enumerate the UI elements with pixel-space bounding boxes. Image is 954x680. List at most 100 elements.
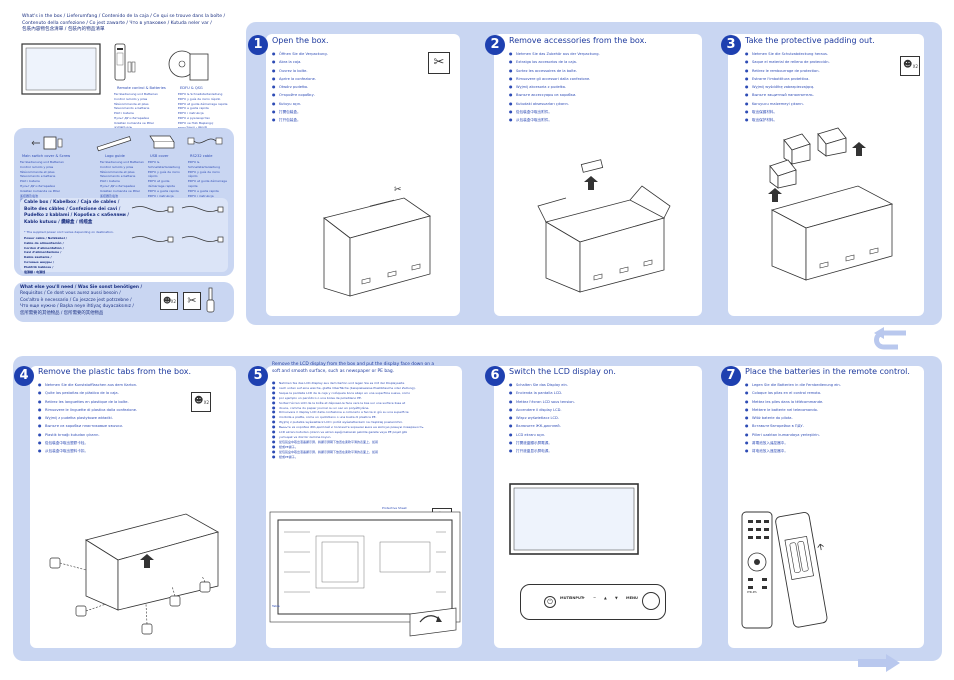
translation-line: Uzaktan kumanda ve Piller: [20, 188, 61, 193]
translation-line: 取出保護材料。: [745, 108, 830, 116]
step-5-title: Remove the LCD display from the box and …: [272, 362, 468, 375]
step-7-number: 7: [721, 366, 741, 386]
step-3-translations: Nehmen Sie die Schutzabdeckung heraus.Sa…: [745, 50, 830, 125]
step-6-translations: Schalten Sie das Display ein.Encienda la…: [509, 381, 575, 456]
power-button[interactable]: ⏻: [544, 596, 556, 608]
cable-box-panel: [20, 198, 228, 272]
step-7-title: Place the batteries in the remote contro…: [745, 367, 910, 376]
power-cable-heading: Power cable / Netzkabel /Cable de alimen…: [24, 236, 84, 274]
translation-line: EDFU y guía de inicio rápido: [148, 169, 180, 179]
control-button-4[interactable]: ▲: [604, 596, 607, 600]
need-line: Что еще нужно / Başka neye ihtiyaç duyac…: [20, 304, 134, 310]
table-label: Table: [272, 604, 280, 608]
translation-line: Encienda la pantalla LCD.: [509, 389, 575, 397]
translation-line: Rimuovere il display LCD dalla confezion…: [272, 410, 458, 415]
translation-line: Otwórz pudełko.: [272, 83, 328, 91]
cable-box-line: Kablo kutusu / 纜線盒 / 线缆盒: [24, 219, 93, 225]
translation-line: 紙或PE袋子。: [272, 455, 458, 460]
display-illustration: [21, 43, 101, 95]
step-4-translations: Nehmen Sie die Kunststofflaschen aus dem…: [38, 381, 137, 456]
translation-line: 從包裝盒中取出液晶顯示屏，將顯示屏朝下放置在柔軟平滑的表面上，如報: [272, 440, 458, 445]
translation-line: Telecomando e batterie: [114, 106, 150, 111]
translation-line: Ouvrez la boîte.: [272, 67, 328, 75]
translation-line: Сетевые шнуры /: [24, 259, 54, 264]
translation-line: 打開液晶顯示屏電源。: [509, 439, 575, 447]
step-2-translations: Nehmen Sie das Zubehör aus der Verpackun…: [509, 50, 600, 125]
step-6-title: Switch the LCD display on.: [509, 367, 616, 376]
control-button-1[interactable]: INPUT: [571, 596, 584, 600]
translation-line: Włącz wyświetlacz LCD.: [509, 414, 575, 422]
heading-line: 包裝內容物包含清單 / 包裝內的物品清單: [22, 27, 105, 32]
step-1-title: Open the box.: [272, 36, 329, 45]
person-badge: ☻ X2: [191, 392, 211, 412]
step-5-translations: Nehmen Sie das LCD-Display aus dem Karto…: [272, 381, 458, 460]
translation-line: Rimuovere le linguette di plastica dalla…: [38, 406, 137, 414]
translation-line: Mettere le batterie nel telecomando.: [745, 406, 841, 414]
translation-line: Wyjmij z pudełka wyświetlacz LCD i połóż…: [272, 420, 458, 425]
person-badge: ☻ X2: [160, 292, 178, 310]
step-5-number: 5: [248, 366, 268, 386]
person-badge-count: X2: [203, 400, 209, 405]
translation-line: 從包裝盒中取出液晶顯示屏，將顯示屏朝下放置在柔軟平滑的表面上，如報: [272, 450, 458, 455]
translation-line: EDFU i instrukcja: [178, 111, 204, 116]
translation-line: Fernbedienung und Batterien: [20, 160, 64, 164]
translation-line: Sortez l'écran LCD de la boîte et dépose…: [272, 401, 458, 406]
translation-line: Откройте коробку.: [272, 91, 328, 99]
control-button-0[interactable]: MUTE: [560, 596, 572, 600]
translation-line: Telecomando e batterie: [100, 174, 136, 179]
translation-line: Fernbedienung und Batterien: [100, 160, 144, 164]
step-5-display-back-illustration: [269, 511, 461, 637]
translation-line: 遙控器及電池: [20, 193, 39, 198]
cable-box-heading: Cable box / Kabelbox / Caja de cables / …: [24, 200, 144, 226]
translation-line: Включите ЖК-дисплей.: [509, 422, 575, 430]
translation-line: Control remoto y pilas: [20, 164, 54, 169]
translation-line: EDFU et guide démarrage rapide: [178, 101, 228, 106]
step-4-box-illustration: [49, 513, 220, 635]
step-3-title: Take the protective padding out.: [745, 36, 875, 45]
translation-line: Pilot i baterie: [20, 179, 40, 184]
translation-line: Kutuyu açın.: [272, 100, 328, 108]
svg-text:✂: ✂: [394, 185, 402, 195]
translation-line: Выньте из коробки ЖК-дисплей и положите …: [272, 425, 458, 430]
translation-line: 從包裝盒中取出塑膠卡栓。: [38, 439, 137, 447]
translation-line: Пульт ДУ и батарейки: [20, 183, 56, 188]
translation-line: Legen Sie die Batterien in die Fernbedie…: [745, 381, 841, 389]
translation-line: Schalten Sie das Display ein.: [509, 381, 575, 389]
control-button-3[interactable]: −: [593, 596, 597, 600]
translation-line: LCD ekranı kutudan çıkarın ve ekran aşağ…: [272, 430, 458, 435]
step-6-number: 6: [485, 366, 505, 386]
scissors-icon: ✂: [428, 52, 450, 74]
translation-line: Coloque las pilas en el control remoto.: [745, 389, 841, 397]
step-2-box-illustration: [537, 159, 671, 293]
person-icon: ☻: [903, 60, 913, 70]
need-line: Cos'altro è necessario / Co jeszcze jest…: [20, 297, 132, 303]
translation-line: EDFU и руководство: [178, 115, 210, 120]
translation-line: Pilot i baterie: [114, 111, 134, 116]
cable-note: * The supplied power cord varies dependi…: [24, 230, 114, 234]
screwdriver-icon: [206, 287, 215, 313]
control-button-2[interactable]: +: [582, 596, 586, 600]
translation-line: Saque el material de relleno de protecci…: [745, 58, 830, 66]
translation-line: 電源線 / 电源线: [24, 269, 46, 274]
translation-line: Plastik tırnağı kutudan çıkarın.: [38, 431, 137, 439]
translation-line: LCD ekranı açın.: [509, 431, 575, 439]
translation-line: EDFU及快速入門指南: [178, 126, 240, 131]
translation-line: Выньте аксессуары из коробки.: [509, 91, 600, 99]
control-button-5[interactable]: ▼: [615, 596, 618, 600]
menu-dial[interactable]: [642, 592, 660, 610]
translation-line: Control remoto y pilas: [100, 164, 134, 169]
step-3-box-illustration: [768, 127, 894, 281]
box-contents-heading: What's in the box / Lieferumfang / Conte…: [22, 14, 247, 34]
translation-line: douce, comme du papier journal ou un sac…: [272, 406, 458, 411]
translation-line: Włóż baterie do pilota.: [745, 414, 841, 422]
translation-line: EDFU ve Hızlı Başlangıç: [178, 120, 214, 125]
control-button-6[interactable]: MENU: [626, 596, 638, 600]
translation-line: 打开包装盒。: [272, 116, 328, 124]
need-line: 您所需要的其他物品 / 您所需要的其他物品: [20, 310, 104, 316]
translation-line: EDFU et guide démarrage rapide: [148, 179, 176, 188]
translation-line: Abra la caja.: [272, 58, 328, 66]
power-cable-illustrations: [131, 206, 224, 243]
translation-line: Rimuovere gli accessori dalla confezione…: [509, 75, 600, 83]
person-icon: ☻: [194, 396, 204, 406]
